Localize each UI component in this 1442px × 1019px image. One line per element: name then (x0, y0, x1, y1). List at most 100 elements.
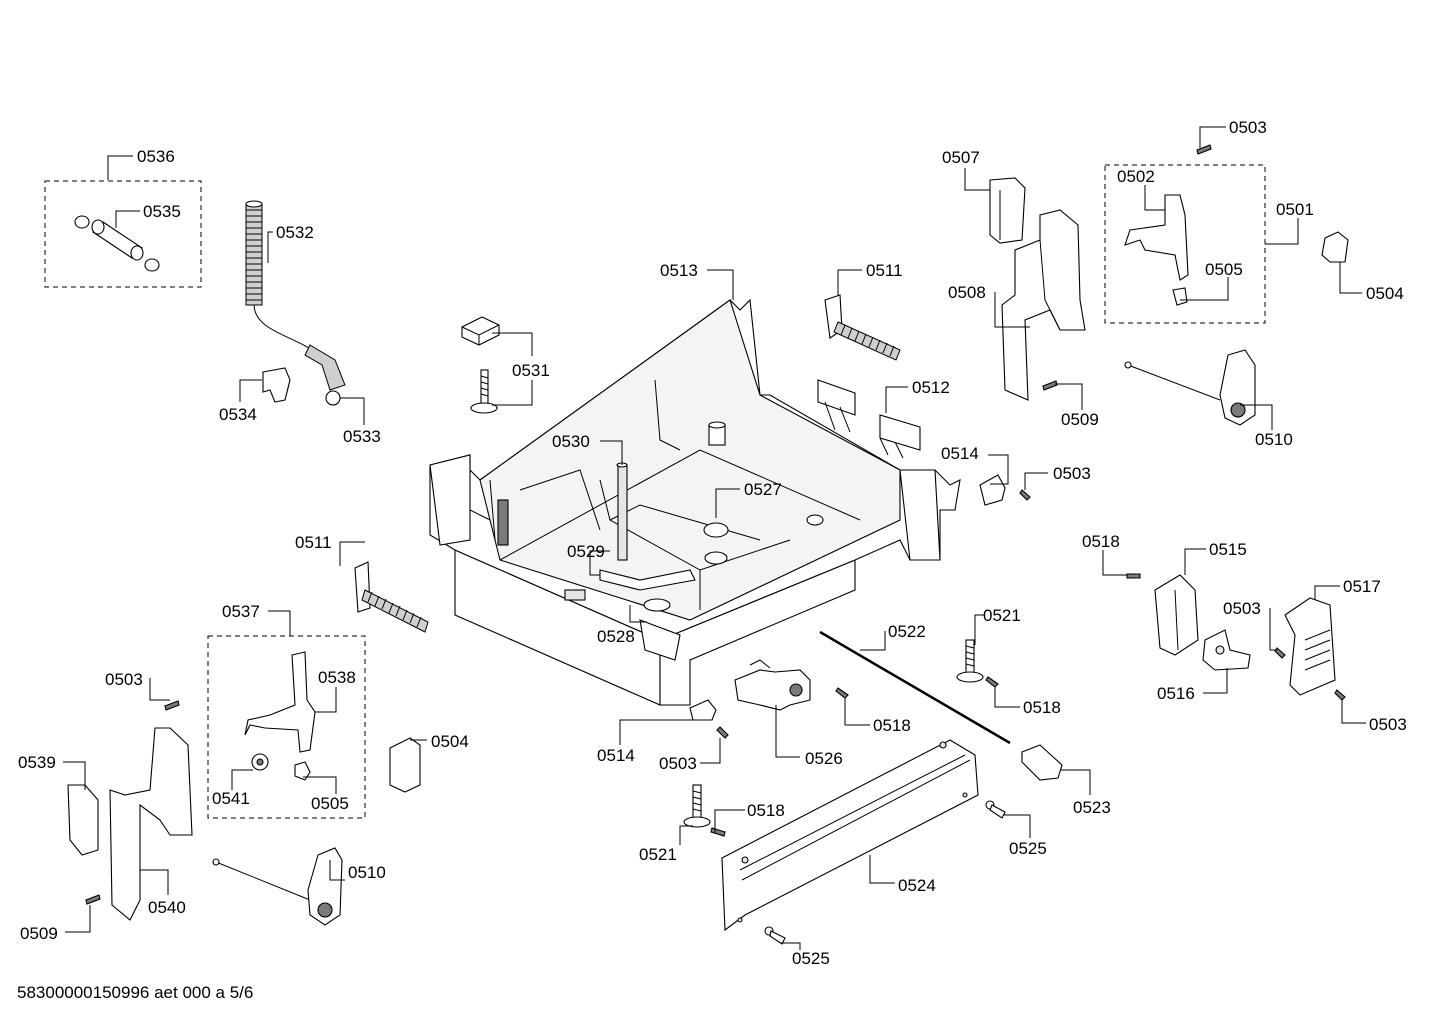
screw-0503d (1334, 689, 1346, 701)
callout-0503-left: 0503 (105, 670, 143, 689)
part-0525-screw-a (985, 800, 1006, 819)
callout-0518-mid-right: 0518 (1023, 698, 1061, 717)
callout-0521-right: 0521 (983, 606, 1021, 625)
part-0504-cap-left (389, 737, 421, 793)
part-0504-cap-top (1321, 231, 1349, 263)
callout-0513: 0513 (660, 261, 698, 280)
part-0502-bracket (1124, 194, 1189, 281)
callout-0518-bottom: 0518 (747, 801, 785, 820)
callout-0521-mid: 0521 (639, 845, 677, 864)
callout-0535: 0535 (143, 202, 181, 221)
part-0511-spring-top (824, 294, 901, 361)
screw-0503e (164, 700, 180, 711)
callout-0532: 0532 (276, 223, 314, 242)
part-0514-bracket-mid (689, 699, 717, 721)
drawing-reference-footer: 58300000150996 aet 000 a 5/6 (17, 983, 253, 1002)
callout-0503-mid: 0503 (659, 754, 697, 773)
callout-0502: 0502 (1117, 167, 1155, 186)
part-0538-bracket (244, 651, 316, 753)
part-0535-hose-piece (74, 215, 160, 272)
screw-0509a (1042, 380, 1058, 391)
part-screw-near-0531 (470, 369, 498, 414)
callout-0525-right: 0525 (1009, 839, 1047, 858)
part-0524-kickplate (721, 739, 979, 932)
callout-0517: 0517 (1343, 577, 1381, 596)
callout-labels: 0536 0535 0532 0534 0533 0531 0513 0511 … (18, 118, 1407, 968)
part-0522-rod (819, 630, 1011, 745)
callout-0540: 0540 (148, 898, 186, 917)
callout-0511-top: 0511 (866, 261, 903, 280)
screw-0503f (716, 726, 729, 739)
callout-0538: 0538 (318, 668, 356, 687)
group-box-0536 (44, 180, 202, 288)
screw-0503a (1196, 144, 1212, 155)
screw-0518a (1126, 573, 1141, 579)
screw-0503b (1019, 489, 1031, 501)
callout-0508: 0508 (948, 283, 986, 302)
screw-0509b (85, 894, 101, 905)
callout-0505-left: 0505 (311, 794, 349, 813)
part-0523-foot (1021, 744, 1063, 781)
leader-lines (63, 126, 1366, 950)
callout-0525-bottom: 0525 (792, 949, 830, 968)
screw-0518d (710, 827, 726, 837)
callout-0501: 0501 (1276, 200, 1314, 219)
callout-0528: 0528 (597, 627, 635, 646)
callout-0523: 0523 (1073, 798, 1111, 817)
callout-0536: 0536 (137, 147, 175, 166)
part-0539-cover (67, 784, 99, 856)
part-0505-clip-top (1172, 287, 1188, 306)
part-0525-screw-b (764, 926, 786, 945)
callout-0509-top: 0509 (1061, 410, 1099, 429)
part-0508-hinge-plate (1001, 209, 1086, 401)
callout-0509-left: 0509 (20, 924, 58, 943)
part-0516-plate (1202, 629, 1251, 671)
part-0521-foot-mid (683, 784, 711, 828)
part-0540-hinge-plate (109, 727, 193, 921)
group-box-0537 (207, 635, 366, 819)
part-0531-block (461, 316, 500, 346)
part-0510-cable-top (1124, 349, 1256, 426)
part-0534-clip (262, 367, 291, 403)
screw-0518c (835, 687, 849, 699)
callout-0507: 0507 (942, 148, 980, 167)
callout-0516: 0516 (1157, 684, 1195, 703)
part-0507-bracket (989, 177, 1026, 244)
callout-0503-bottom-right: 0503 (1369, 715, 1407, 734)
callout-0534: 0534 (219, 405, 257, 424)
callout-0503-cover: 0503 (1223, 599, 1261, 618)
callout-0539: 0539 (18, 753, 56, 772)
callout-0503-top: 0503 (1229, 118, 1267, 137)
callout-0522: 0522 (888, 622, 926, 641)
callout-0504-left: 0504 (431, 732, 469, 751)
part-0517-cover (1284, 597, 1336, 696)
part-0510-cable-left (212, 847, 343, 926)
part-0521-foot-right (956, 639, 984, 683)
callout-0524: 0524 (898, 876, 936, 895)
callout-0503-right: 0503 (1053, 464, 1091, 483)
callout-0530: 0530 (552, 432, 590, 451)
callout-0531: 0531 (512, 361, 550, 380)
callout-0510-top: 0510 (1255, 430, 1293, 449)
callout-0533: 0533 (343, 427, 381, 446)
callout-0511-left: 0511 (295, 533, 332, 552)
part-0511-spring-left (354, 561, 429, 633)
callout-0512: 0512 (912, 378, 950, 397)
callout-0504-top: 0504 (1366, 284, 1404, 303)
part-0505-clip-left (294, 761, 311, 781)
base-tub (429, 298, 961, 706)
part-0515-cover (1154, 574, 1199, 656)
callout-0510-left: 0510 (348, 863, 386, 882)
callout-0514-mid: 0514 (597, 746, 635, 765)
callout-0518-mid: 0518 (873, 716, 911, 735)
callout-0527: 0527 (744, 480, 782, 499)
callout-0526: 0526 (805, 749, 843, 768)
screw-0518b (985, 676, 999, 688)
callout-0529: 0529 (567, 542, 605, 561)
callout-0537: 0537 (222, 602, 260, 621)
callout-0505-top: 0505 (1205, 260, 1243, 279)
part-0514-bracket-top (979, 474, 1006, 506)
part-0512-connectors (817, 379, 921, 459)
